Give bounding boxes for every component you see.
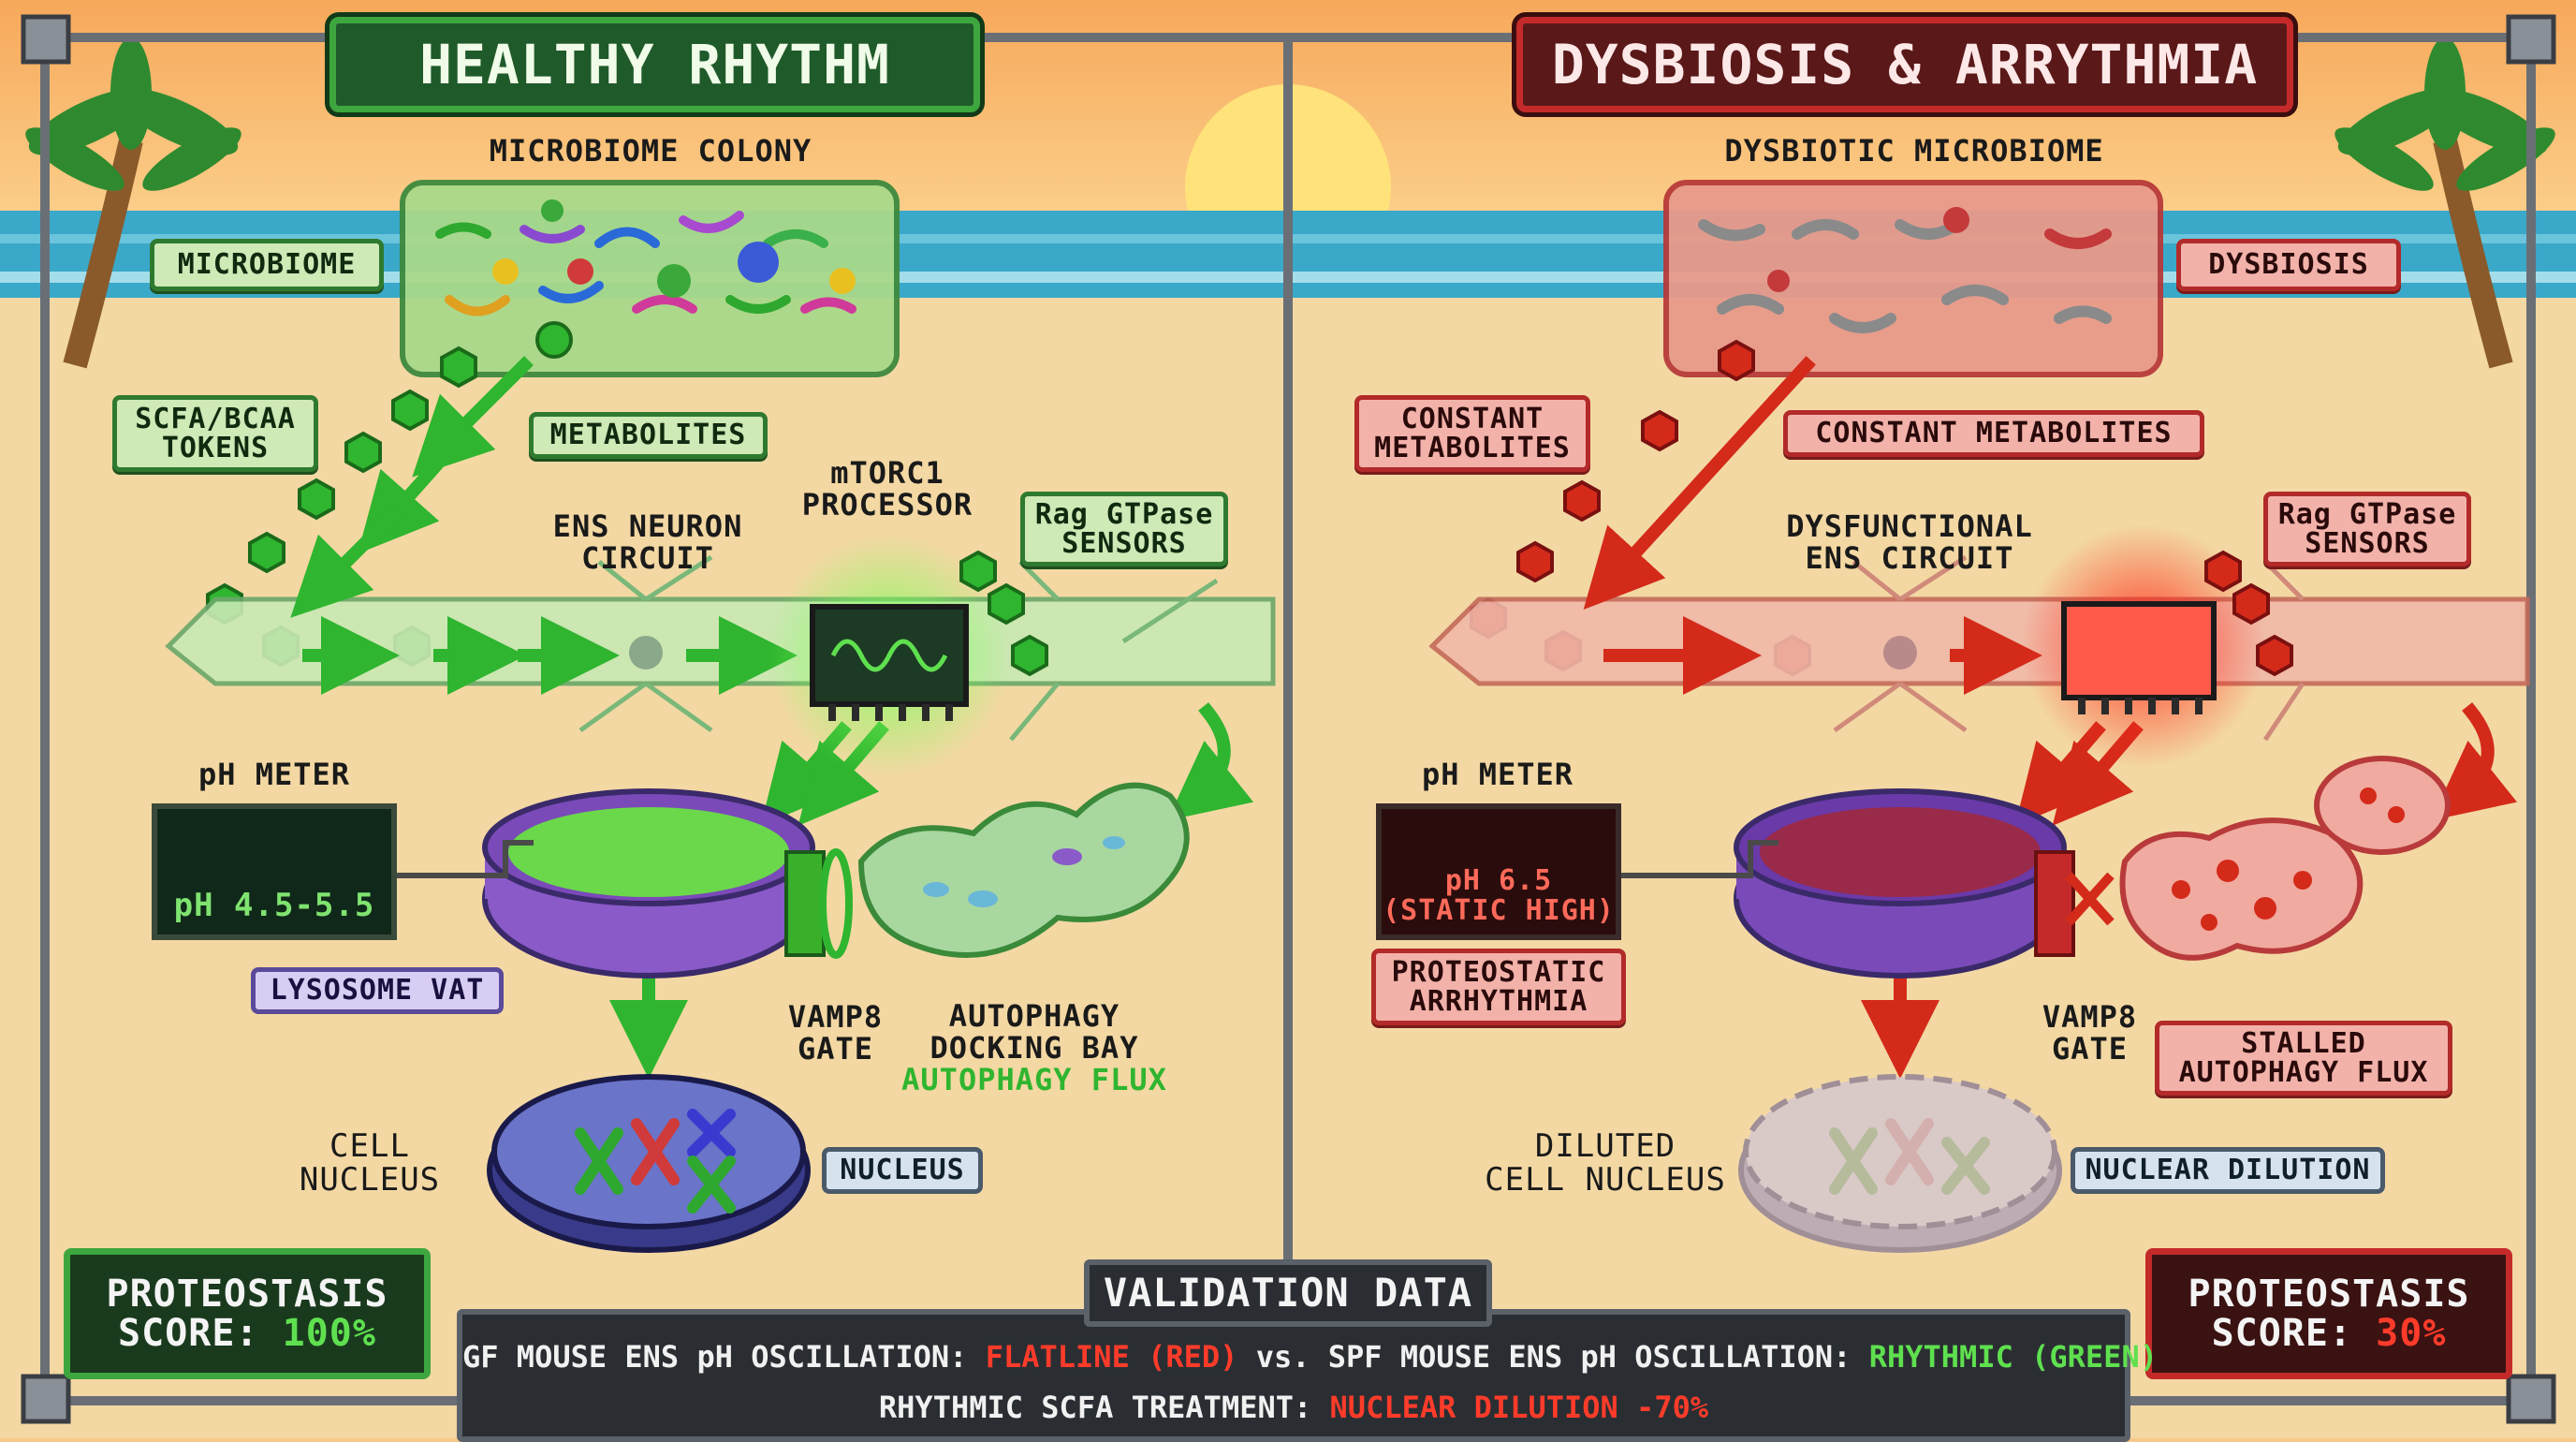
ph-meter-screen-right: pH 6.5 (STATIC HIGH) [1376, 803, 1621, 940]
healthy-flow-arrows [290, 356, 1254, 1079]
ph-meter-label-right: pH METER [1421, 757, 1574, 793]
palm-tree-left-icon [25, 37, 242, 369]
vamp8-gate-label-right: VAMP8 GATE [2042, 999, 2138, 1067]
dysbiosis-flow-arrows [1583, 356, 2518, 1079]
nucleus-tag: NUCLEUS [822, 1147, 983, 1194]
ph-meter-screen: pH 4.5-5.5 [152, 803, 397, 940]
rag-gtpase-sensors-tag: Rag GTPase SENSORS [1020, 492, 1228, 566]
constant-metabolites-tag-right: CONSTANT METABOLITES [1783, 410, 2204, 457]
stalled-autophagy-flux-tag: STALLED AUTOPHAGY FLUX [2155, 1021, 2452, 1096]
dysbiotic-microbiome-label: DYSBIOTIC MICROBIOME [1724, 133, 2104, 169]
score-value-right: 30% [2376, 1312, 2447, 1355]
mtorc1-processor-label: mTORC1 PROCESSOR [801, 455, 973, 522]
metabolites-tag: METABOLITES [529, 412, 768, 459]
microbiome-colony-label: MICROBIOME COLONY [489, 133, 812, 169]
ph-value: pH 4.5-5.5 [173, 887, 375, 925]
ph-value-right: pH 6.5 (STATIC HIGH) [1383, 864, 1615, 927]
healthy-rag-gtpase-sensors [959, 550, 1048, 677]
ph-meter-label: pH METER [198, 757, 351, 793]
healthy-mtorc1-chip [768, 534, 1011, 777]
score-label: PROTEOSTASIS SCORE: [106, 1273, 388, 1355]
score-value: 100% [282, 1312, 376, 1355]
lysosome-vat-tag: LYSOSOME VAT [251, 967, 504, 1014]
vamp8-gate-label: VAMP8 GATE [787, 999, 884, 1067]
validation-line-2: RHYTHMIC SCFA TREATMENT: NUCLEAR DILUTIO… [878, 1390, 1709, 1425]
stalled-autophagy-vesicles [2119, 756, 2451, 961]
dysbiosis-rag-gtpase-sensors [2204, 550, 2293, 677]
healthy-lysosome-vat [393, 788, 815, 978]
palm-tree-right-icon [2334, 37, 2555, 369]
cell-nucleus-label: CELL NUCLEUS [299, 1127, 441, 1199]
healthy-proteostasis-score: PROTEOSTASIS SCORE: 100% [64, 1248, 431, 1379]
diluted-cell-nucleus-label: DILUTED CELL NUCLEUS [1485, 1127, 1726, 1199]
constant-metabolites-tag-left: CONSTANT METABOLITES [1354, 395, 1590, 472]
microbiome-tag: MICROBIOME [150, 239, 384, 291]
healthy-cell-nucleus [487, 1074, 811, 1253]
healthy-autophagy-docking-bay [857, 782, 1190, 958]
healthy-microbiome-colony [400, 180, 900, 377]
autophagy-flux-label: AUTOPHAGY FLUX [901, 1062, 1167, 1098]
proteostatic-arrhythmia-tag: PROTEOSTATIC ARRHYTHMIA [1371, 949, 1626, 1025]
nuclear-dilution-tag: NUCLEAR DILUTION [2071, 1147, 2385, 1194]
right-panel-title: DYSBIOSIS & ARRYTHMIA [1516, 17, 2293, 112]
scfa-bcaa-tokens-tag: SCFA/BCAA TOKENS [112, 395, 318, 472]
frame-rivets [21, 14, 2556, 1424]
ens-neuron-circuit-label: ENS NEURON CIRCUIT [552, 508, 743, 576]
dysbiosis-mtorc1-chip [2022, 524, 2265, 768]
score-label-right: PROTEOSTASIS SCORE: [2188, 1273, 2470, 1355]
diluted-cell-nucleus [1738, 1074, 2062, 1253]
dysfunctional-ens-circuit-label: DYSFUNCTIONAL ENS CIRCUIT [1786, 508, 2033, 576]
autophagy-docking-bay-label: AUTOPHAGY DOCKING BAY [929, 998, 1139, 1066]
left-panel-title: HEALTHY RHYTHM [329, 17, 980, 112]
dysbiosis-lysosome-vat [1619, 788, 2067, 978]
dysbiosis-tag: DYSBIOSIS [2176, 239, 2401, 291]
dysbiosis-proteostasis-score: PROTEOSTASIS SCORE: 30% [2145, 1248, 2512, 1379]
validation-data-title: VALIDATION DATA [1084, 1259, 1492, 1327]
blocked-vamp8-gate [2034, 850, 2115, 957]
rag-gtpase-sensors-tag-right: Rag GTPase SENSORS [2263, 492, 2471, 566]
healthy-vamp8-gate [784, 848, 853, 959]
dysbiotic-microbiome-colony [1663, 180, 2163, 377]
validation-data-panel: GF MOUSE ENS pH OSCILLATION: FLATLINE (R… [457, 1309, 2158, 1442]
validation-line-1: GF MOUSE ENS pH OSCILLATION: FLATLINE (R… [462, 1339, 2158, 1375]
